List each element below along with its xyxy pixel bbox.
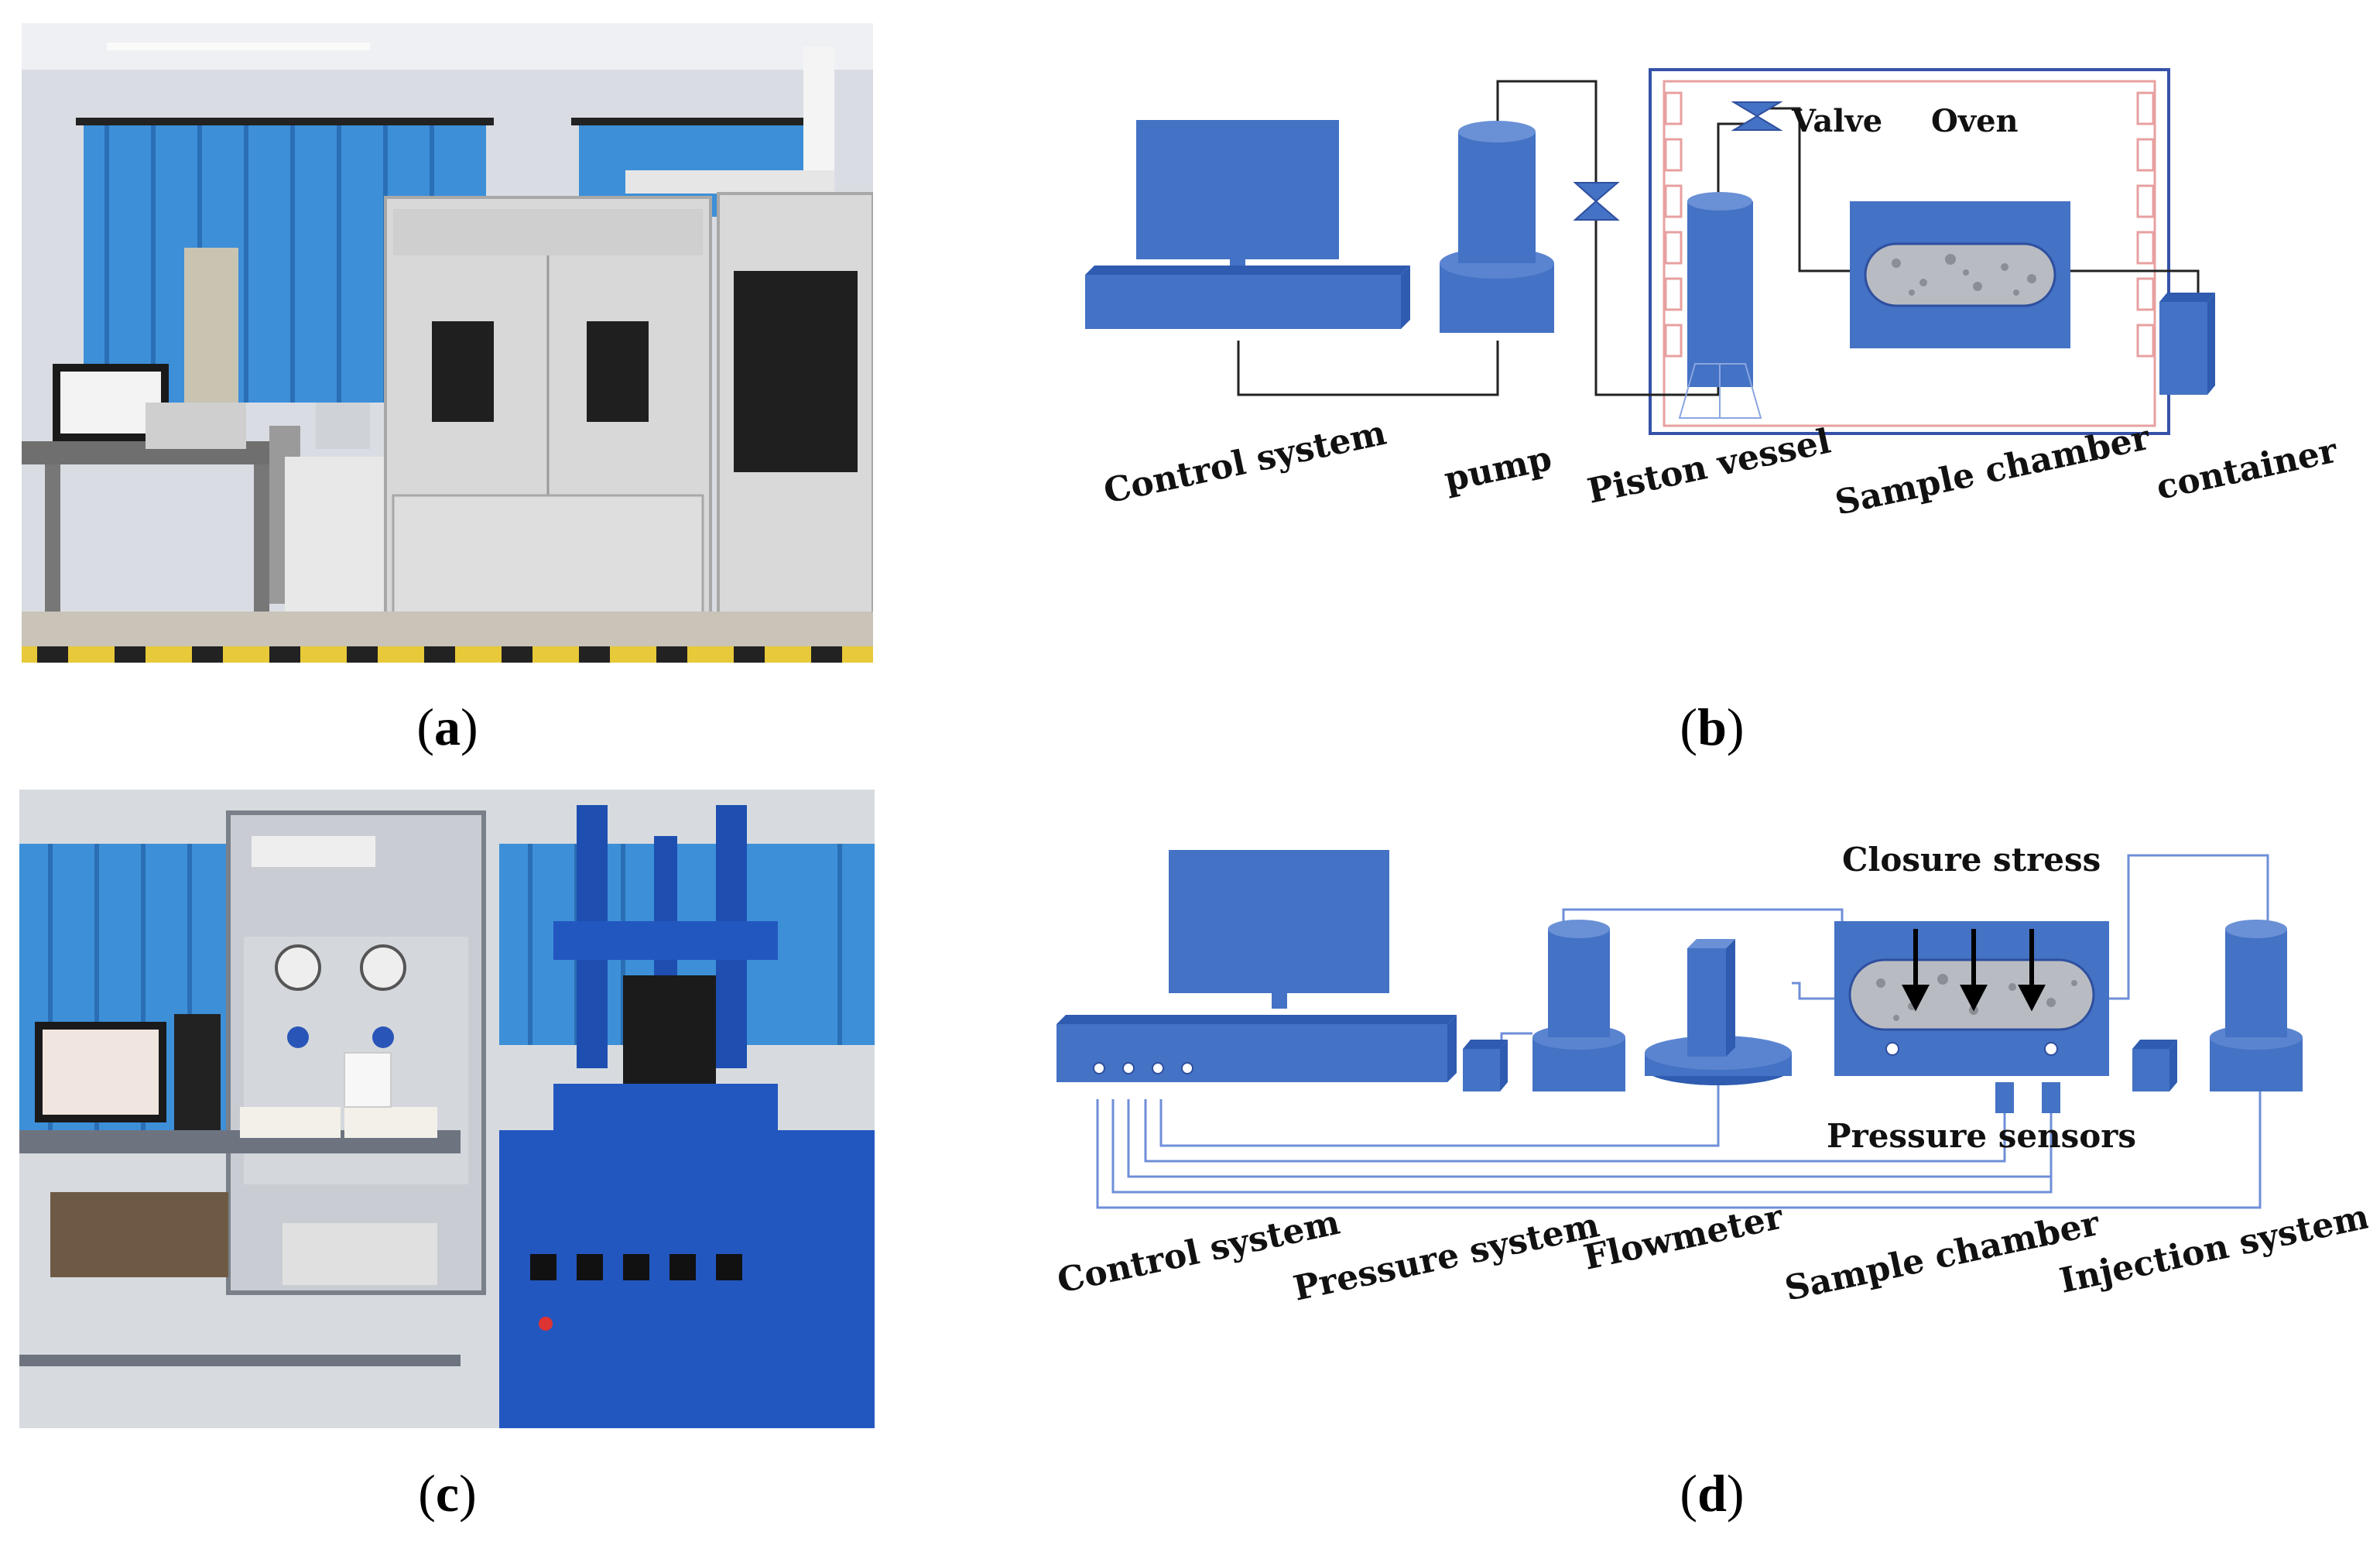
valve-label: Valve	[1791, 103, 1882, 139]
schematic-b: Valve Oven Control system pump Piston ve…	[1076, 46, 2345, 542]
photo-a	[22, 23, 873, 663]
valve-1	[1573, 182, 1620, 221]
caption-d: (d)	[1680, 1464, 1745, 1523]
caption-b-label: b	[1697, 697, 1727, 756]
caption-a-label: a	[434, 697, 461, 756]
caption-d-label: d	[1697, 1464, 1727, 1523]
pump-cylinder	[1458, 132, 1536, 263]
label-pressure-sensors: Pressure sensors	[1827, 1117, 2136, 1155]
sample-core	[1864, 242, 2056, 307]
pressure-system-cylinder	[1548, 929, 1610, 1037]
closure-stress-arrows	[1902, 929, 2046, 1012]
injection-system-cylinder	[2225, 929, 2287, 1037]
label-sample-chamber-d: Sample chamber	[1782, 1204, 2104, 1309]
photo-c-illustration	[19, 790, 875, 1428]
container-box	[2159, 302, 2207, 395]
piston-vessel	[1687, 201, 1753, 387]
label-control-system: Control system	[1101, 413, 1390, 512]
schematic-d-svg: Closure stress Pressure sensors Control …	[1054, 841, 2373, 1309]
pressure-sensor-1	[1995, 1082, 2014, 1113]
label-injection-system: Injection system	[2056, 1197, 2368, 1300]
photo-c	[19, 790, 875, 1428]
caption-c-label: c	[435, 1464, 460, 1523]
caption-c: (c)	[418, 1464, 477, 1523]
valve-2	[1731, 101, 1783, 131]
piston-vessel-stand	[1678, 363, 1762, 419]
computer-monitor-d	[1169, 850, 1389, 993]
computer-monitor	[1136, 120, 1339, 259]
oven-label: Oven	[1931, 103, 2019, 139]
pressure-sensor-2	[2042, 1082, 2060, 1113]
injection-driver-box	[2132, 1049, 2169, 1091]
schematic-d: Closure stress Pressure sensors Control …	[1053, 836, 2373, 1316]
caption-a: (a)	[416, 697, 478, 756]
label-flowmeter: Flowmeter	[1580, 1197, 1787, 1277]
label-container: container	[2153, 430, 2341, 507]
flowmeter-body	[1687, 948, 1726, 1057]
control-unit-d	[1056, 1024, 1447, 1082]
label-pump: pump	[1441, 439, 1556, 500]
oven-heater-outline	[1663, 80, 2156, 427]
pressure-driver-box	[1463, 1049, 1500, 1091]
computer-keyboard	[1085, 275, 1401, 329]
oven-outline	[1649, 68, 2170, 435]
oven-heater-elements	[1664, 91, 2155, 358]
caption-b: (b)	[1680, 697, 1745, 756]
photo-a-illustration	[22, 23, 873, 663]
label-closure-stress: Closure stress	[1842, 841, 2101, 879]
schematic-b-svg: Valve Oven Control system pump Piston ve…	[1085, 68, 2341, 523]
